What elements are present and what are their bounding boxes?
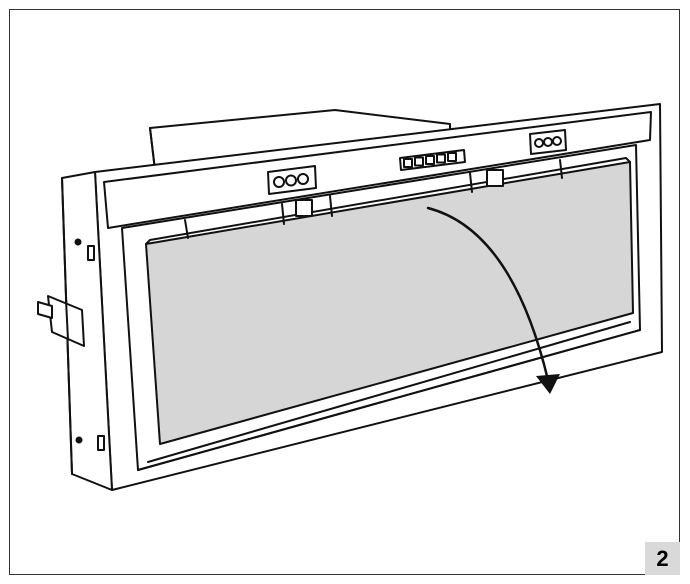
clip-right (486, 169, 504, 187)
step-number-badge: 2 (645, 542, 680, 575)
clip-left (295, 199, 313, 217)
mounting-bracket (47, 295, 85, 347)
curved-arrow-down-icon (426, 206, 550, 382)
filter-panel (145, 161, 634, 445)
top-control-strip (103, 111, 652, 229)
arrow-head (536, 374, 560, 394)
